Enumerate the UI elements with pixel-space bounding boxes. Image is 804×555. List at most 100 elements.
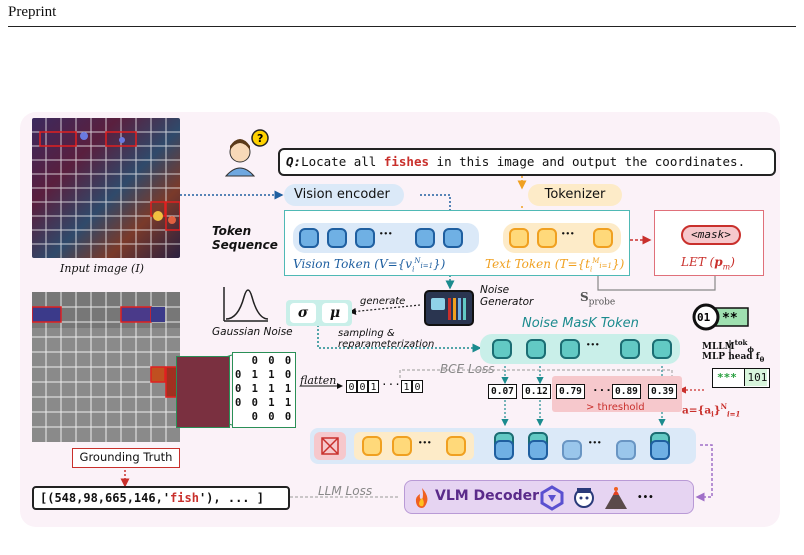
- question-text-before: Locate all: [301, 154, 384, 169]
- gaussian-label: Gaussian Noise: [212, 326, 293, 338]
- mlp-head-label: MLP head fθ: [702, 352, 765, 364]
- output-vision-token: [616, 440, 636, 460]
- mask-token: <mask>: [681, 225, 741, 245]
- svg-text:**: **: [722, 311, 738, 326]
- ground-truth-grid: [32, 292, 180, 442]
- input-image-grid: [32, 118, 180, 258]
- bit-cell: 0: [412, 380, 423, 393]
- let-label: LET (pm): [681, 255, 735, 272]
- fire-icon: [415, 488, 428, 508]
- sampling-label: sampling & reparameterization: [338, 328, 435, 350]
- grounding-truth-label: Grounding Truth: [72, 448, 180, 468]
- question-text-after: in this image and output the coordinates…: [429, 154, 746, 169]
- noise-token: [560, 339, 580, 359]
- question-box: Q:Locate all fishes in this image and ou…: [278, 148, 776, 176]
- vision-token: [327, 228, 347, 248]
- ground-truth-image: [32, 292, 180, 442]
- bit-cell: 0: [357, 380, 368, 393]
- mask-x-icon: [321, 437, 339, 455]
- bit-cell: 1: [368, 380, 379, 393]
- prob-value: 0.89: [612, 384, 641, 399]
- noise-token: [526, 339, 546, 359]
- question-prefix: Q:: [286, 154, 302, 169]
- header-rule: [8, 26, 796, 27]
- noise-token: [620, 339, 640, 359]
- ellipsis: ···: [588, 436, 602, 451]
- masked-slot: [314, 432, 346, 460]
- user-avatar: ?: [220, 128, 270, 178]
- bce-loss-label: BCE Loss: [440, 362, 495, 376]
- matrix-row: 0 0 0: [235, 411, 294, 423]
- bit-cell: 1: [401, 380, 412, 393]
- vision-token: [299, 228, 319, 248]
- ellipsis: ···: [418, 436, 432, 451]
- noise-generator-label: Noise Generator: [480, 284, 534, 308]
- text-token: [362, 436, 382, 456]
- volcano-icon: [605, 487, 627, 509]
- mlp-head-box: *** 101: [712, 368, 770, 388]
- threshold-label: > threshold: [586, 402, 645, 413]
- sigma-mu-box: σ μ: [286, 300, 352, 326]
- text-token: [537, 228, 557, 248]
- output-token-row: ··· ···: [310, 428, 696, 464]
- bit-cell: 0: [346, 380, 357, 393]
- vision-token: [443, 228, 463, 248]
- mllm-label: MLLMtokϕ: [702, 338, 754, 354]
- prob-row: 0.07 0.12 0.79 ··· 0.89 0.39: [488, 384, 688, 400]
- llm-loss-label: LLM Loss: [318, 484, 373, 498]
- matrix-row: 0 1 1 1: [235, 383, 294, 395]
- matrix-row: 0 0 1 1: [235, 397, 294, 409]
- ellipsis: ···: [379, 227, 393, 242]
- vlm-decoder-box: VLM Decoder ···: [404, 480, 694, 514]
- let-box: <mask> LET (pm): [654, 210, 764, 276]
- output-vision-token: [494, 440, 514, 460]
- prob-value: 0.79: [556, 384, 585, 399]
- text-token-label: Text Token (T={tiMi=1}): [485, 257, 625, 274]
- mu-symbol: μ: [322, 303, 348, 323]
- output-vision-token: [528, 440, 548, 460]
- matrix-row: 0 0 0: [235, 355, 294, 367]
- question-highlight: fishes: [383, 154, 430, 169]
- zoom-cell: [176, 356, 230, 428]
- text-token: [392, 436, 412, 456]
- prob-value: 0.39: [648, 384, 677, 399]
- ellipsis: ···: [561, 227, 575, 242]
- svg-text:01: 01: [697, 311, 711, 324]
- tokenizer-box: Tokenizer: [528, 184, 622, 206]
- svg-text:?: ?: [257, 132, 263, 145]
- a-label: a={ai}Ni=1: [682, 402, 741, 419]
- flatten-label: flatten: [300, 374, 337, 387]
- qwen-icon: [540, 485, 564, 511]
- intern-icon: [574, 488, 594, 508]
- text-token-group: ···: [503, 223, 621, 253]
- ellipsis: ···: [586, 338, 600, 353]
- output-text-box: [(548,98,665,146,'fish'), ... ]: [32, 486, 290, 510]
- output-vision-token: [650, 440, 670, 460]
- mllm-magnifier-icon: ** 01: [692, 303, 749, 331]
- token-sequence-label: Token Sequence: [212, 224, 278, 252]
- header-label: Preprint: [8, 4, 57, 20]
- noise-token: [492, 339, 512, 359]
- token-sequence-box: ··· ··· Vision Token (V={viNi=1}) Text T…: [284, 210, 630, 276]
- ellipsis: ···: [381, 378, 401, 391]
- vision-token: [415, 228, 435, 248]
- text-token: [446, 436, 466, 456]
- prob-value: 0.12: [522, 384, 551, 399]
- text-token: [593, 228, 613, 248]
- more-ellipsis: ···: [637, 487, 654, 506]
- output-vision-token: [562, 440, 582, 460]
- output-text-tokens: ···: [354, 432, 474, 460]
- ellipsis: ···: [592, 384, 612, 397]
- input-caption: Input image (I): [60, 262, 144, 275]
- text-token: [509, 228, 529, 248]
- noise-mask-token-label: Noise MasK Token: [522, 316, 639, 331]
- vision-token-group: ···: [293, 223, 479, 253]
- generate-label: generate: [360, 296, 406, 307]
- vision-token: [355, 228, 375, 248]
- vision-token-label: Vision Token (V={viNi=1}): [293, 257, 446, 274]
- gaussian-curve: [223, 287, 269, 322]
- noise-mask-token-group: ···: [480, 334, 680, 364]
